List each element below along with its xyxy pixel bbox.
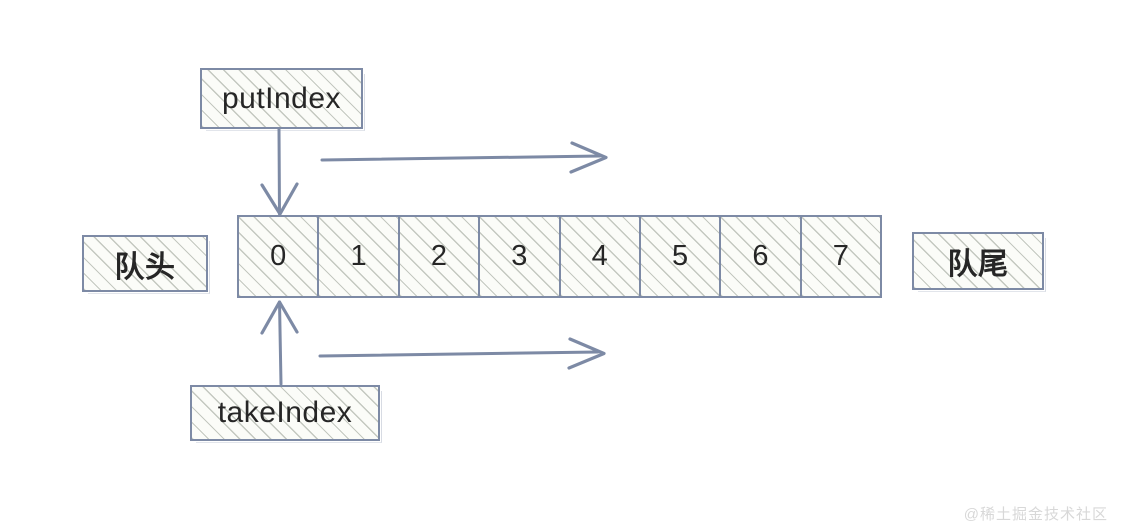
queue-tail-box: 队尾 <box>912 232 1046 292</box>
array-cell: 6 <box>719 215 800 298</box>
array-cell-value: 6 <box>752 240 769 272</box>
array-cell: 4 <box>558 215 639 298</box>
array-cell: 3 <box>478 215 559 298</box>
take-index-label: takeIndex <box>217 396 353 429</box>
put-index-box: putIndex <box>200 68 365 131</box>
array-strip: 0 1 2 3 4 5 6 7 <box>237 215 882 298</box>
array-cell-value: 0 <box>270 240 287 272</box>
array-cell: 5 <box>638 215 720 298</box>
put-index-down-arrow <box>260 127 299 216</box>
queue-head-label: 队头 <box>114 250 176 284</box>
array-cell-value: 1 <box>350 240 367 272</box>
array-cell: 1 <box>317 215 398 298</box>
array-cell: 0 <box>237 215 318 298</box>
queue-head-box: 队头 <box>82 235 210 294</box>
queue-tail-label: 队尾 <box>947 248 1009 281</box>
put-index-label: putIndex <box>221 81 342 115</box>
put-direction-arrow <box>320 141 608 174</box>
array-cell-value: 7 <box>832 240 849 272</box>
array-cell-value: 4 <box>591 240 608 272</box>
watermark: @稀土掘金技术社区 <box>963 506 1108 523</box>
take-index-box: takeIndex <box>190 385 382 443</box>
array-cell: 2 <box>397 215 479 298</box>
array-cell-value: 5 <box>671 240 689 272</box>
take-index-up-arrow <box>260 300 299 386</box>
take-direction-arrow <box>318 337 606 370</box>
array-cell: 7 <box>799 215 882 298</box>
array-cell-value: 3 <box>511 240 528 272</box>
array-cell-value: 2 <box>430 240 447 272</box>
